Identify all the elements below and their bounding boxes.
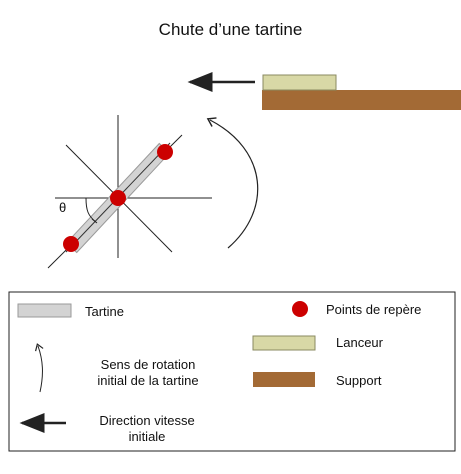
legend-points-label: Points de repère <box>326 302 422 317</box>
rotation-arc-arrow <box>206 117 259 249</box>
theta-label: θ <box>59 200 67 215</box>
legend-lanceur-swatch <box>252 335 316 351</box>
legend-support-label: Support <box>336 373 382 388</box>
legend-support-swatch <box>253 372 315 387</box>
legend-rotation-line1: Sens de rotation <box>100 357 196 372</box>
legend-velocity-line1: Direction vitesse <box>99 413 195 428</box>
legend-velocity-label: Direction vitesse initiale <box>72 413 222 445</box>
legend-rotation-label: Sens de rotation initial de la tartine <box>68 357 228 389</box>
legend-rotation-line2: initial de la tartine <box>97 373 199 388</box>
legend-box <box>8 291 456 452</box>
marker-point-bottom <box>63 236 79 252</box>
diagram-title: Chute d’une tartine <box>158 20 303 39</box>
marker-point-top <box>157 144 173 160</box>
legend-marker-point <box>292 301 308 317</box>
legend-tartine-label: Tartine <box>85 304 125 319</box>
marker-point-center <box>110 190 126 206</box>
legend-lanceur-label: Lanceur <box>336 335 383 350</box>
support-block <box>262 90 461 110</box>
lanceur-block <box>262 74 337 91</box>
legend-velocity-line2: initiale <box>128 429 166 444</box>
legend-tartine-swatch <box>17 303 72 318</box>
theta-arc-tick <box>91 218 98 224</box>
legend-rotation-arrow <box>34 343 44 393</box>
